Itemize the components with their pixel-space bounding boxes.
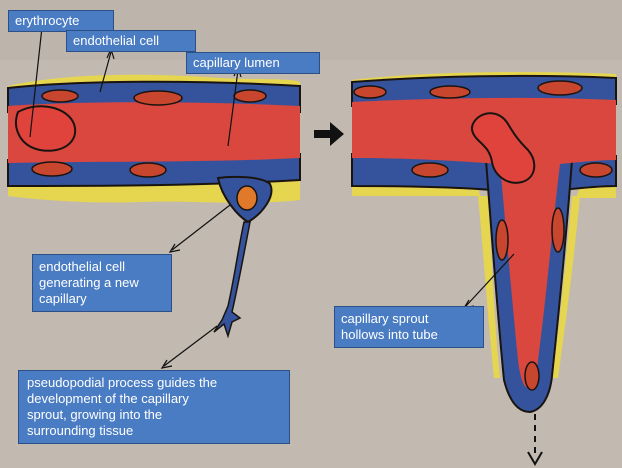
label-erythrocyte: erythrocyte — [8, 10, 114, 32]
label-endothelial-cell: endothelial cell — [66, 30, 196, 52]
label-erythrocyte-text: erythrocyte — [15, 13, 79, 28]
right-nucleus-3 — [538, 81, 582, 95]
label-new-capillary-line-3: capillary — [39, 291, 165, 307]
right-nucleus-1 — [354, 86, 386, 98]
right-sprout-nucleus-1 — [496, 220, 508, 260]
label-capillary-lumen-text: capillary lumen — [193, 55, 280, 70]
label-sprout-hollows: capillary sprout hollows into tube — [334, 306, 484, 348]
label-capillary-lumen: capillary lumen — [186, 52, 320, 74]
label-new-capillary-line-1: endothelial cell — [39, 259, 165, 275]
right-sprout-nucleus-3 — [525, 362, 539, 390]
label-pseudopodial-line-2: development of the capillary — [27, 391, 281, 407]
right-nucleus-4 — [412, 163, 448, 177]
left-nucleus-3 — [234, 90, 266, 102]
label-pseudopodial: pseudopodial process guides the developm… — [18, 370, 290, 444]
label-pseudopodial-line-1: pseudopodial process guides the — [27, 375, 281, 391]
left-nucleus-4 — [32, 162, 72, 176]
left-nucleus-1 — [42, 90, 78, 102]
label-pseudopodial-line-3: sprout, growing into the — [27, 407, 281, 423]
label-new-capillary: endothelial cell generating a new capill… — [32, 254, 172, 312]
left-erythrocyte — [16, 106, 75, 151]
label-endothelial-cell-text: endothelial cell — [73, 33, 159, 48]
label-sprout-hollows-line-2: hollows into tube — [341, 327, 477, 343]
right-sprout-nucleus-2 — [552, 208, 564, 252]
label-pseudopodial-line-4: surrounding tissue — [27, 423, 281, 439]
label-new-capillary-line-2: generating a new — [39, 275, 165, 291]
left-nucleus-2 — [134, 91, 182, 105]
left-nucleus-5 — [130, 163, 166, 177]
label-sprout-hollows-line-1: capillary sprout — [341, 311, 477, 327]
right-nucleus-5 — [580, 163, 612, 177]
right-nucleus-2 — [430, 86, 470, 98]
new-cell-nucleus — [237, 186, 257, 210]
